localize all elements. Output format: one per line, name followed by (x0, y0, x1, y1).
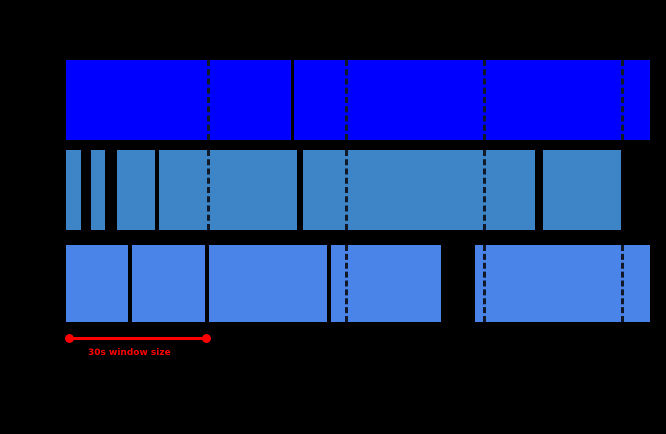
timeline-segment (303, 150, 535, 230)
timeline-row-1 (0, 60, 666, 140)
timeline-row-3 (0, 245, 666, 322)
timeline-segment (475, 245, 650, 322)
window-boundary-marker (483, 60, 486, 140)
timeline-segment (66, 245, 128, 322)
window-boundary-marker (483, 150, 486, 230)
window-boundary-marker (483, 245, 486, 322)
window-boundary-marker (621, 60, 624, 140)
annotation-line (69, 337, 207, 340)
window-boundary-marker (345, 60, 348, 140)
timeline-segment (117, 150, 155, 230)
timeline-segment (331, 245, 441, 322)
window-boundary-marker (207, 150, 210, 230)
timeline-segment (209, 245, 327, 322)
timeline-segment (159, 150, 297, 230)
timeline-row-2 (0, 150, 666, 230)
window-boundary-marker (207, 60, 210, 140)
timeline-segment (132, 245, 205, 322)
window-boundary-marker (345, 150, 348, 230)
timeline-segment (66, 60, 291, 140)
window-boundary-marker (345, 245, 348, 322)
annotation-label: 30s window size (88, 348, 171, 358)
timeline-segment (294, 60, 650, 140)
timeline-segment (543, 150, 621, 230)
annotation-endpoint-right (202, 334, 211, 343)
annotation-endpoint-left (65, 334, 74, 343)
timeline-segment (91, 150, 105, 230)
window-boundary-marker (621, 245, 624, 322)
timeline-segment (66, 150, 81, 230)
